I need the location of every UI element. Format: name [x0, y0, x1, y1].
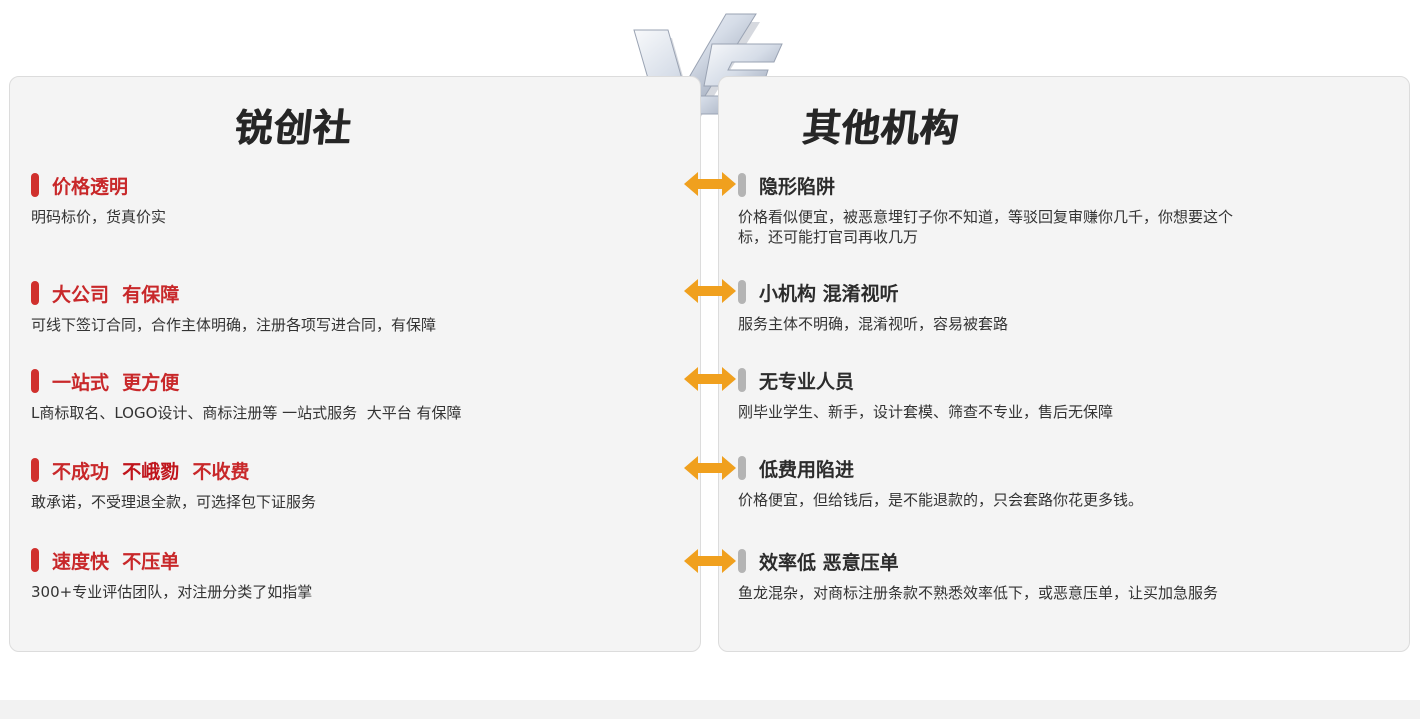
left-row-title-text: 大公司 有保障 [52, 283, 180, 306]
left-row-title: 不成功 不峨勠 不收费 [31, 457, 700, 483]
right-row-desc: 价格便宜，但给钱后，是不能退款的，只会套路你花更多钱。 [738, 491, 1144, 509]
gray-marker-bar [738, 173, 746, 197]
right-comparison-panel: 其他机构 隐形陷阱 价格看似便宜，被恶意埋钉子你不知道，等驳回复审赚你几千，你想… [718, 76, 1410, 652]
right-row-desc: 价格看似便宜，被恶意埋钉子你不知道，等驳回复审赚你几千，你想要这个标，还可能打官… [738, 208, 1234, 246]
red-marker-bar [31, 173, 39, 197]
left-row-5: 速度快 不压单 300+专业评估团队，对注册分类了如指掌 [10, 547, 700, 602]
right-row-title-text: 无专业人员 [759, 370, 855, 393]
double-arrow-icon [684, 172, 736, 196]
right-row-4: 低费用陷进 价格便宜，但给钱后，是不能退款的，只会套路你花更多钱。 [719, 455, 1409, 510]
right-row-2: 小机构 混淆视听 服务主体不明确，混淆视听，容易被套路 [719, 279, 1409, 334]
right-row-title: 小机构 混淆视听 [738, 279, 1409, 305]
right-row-desc: 服务主体不明确，混淆视听，容易被套路 [738, 315, 1009, 333]
gray-marker-bar [738, 456, 746, 480]
left-row-title-emphasis: 不峨勠 [122, 460, 180, 483]
left-row-desc: 敢承诺，不受理退全款，可选择包下证服务 [31, 493, 317, 511]
left-row-title-text: 不成功 [52, 460, 123, 483]
left-row-title-text: 速度快 不压单 [52, 550, 180, 573]
left-row-desc: L商标取名、LOGO设计、商标注册等 一站式服务 大平台 有保障 [31, 404, 462, 422]
left-row-title: 一站式 更方便 [31, 368, 700, 394]
gray-marker-bar [738, 368, 746, 392]
bottom-band [0, 700, 1420, 719]
left-row-4: 不成功 不峨勠 不收费 敢承诺，不受理退全款，可选择包下证服务 [10, 457, 700, 512]
right-row-title: 无专业人员 [738, 367, 1409, 393]
gray-marker-bar [738, 549, 746, 573]
double-arrow-icon [684, 549, 736, 573]
left-row-desc: 300+专业评估团队，对注册分类了如指掌 [31, 583, 313, 601]
double-arrow-icon [684, 367, 736, 391]
left-row-title: 速度快 不压单 [31, 547, 700, 573]
right-row-title: 隐形陷阱 [738, 172, 1409, 198]
left-row-desc: 可线下签订合同，合作主体明确，注册各项写进合同，有保障 [31, 316, 437, 334]
right-row-desc: 刚毕业学生、新手，设计套模、筛查不专业，售后无保障 [738, 403, 1114, 421]
double-arrow-icon [684, 279, 736, 303]
left-comparison-panel: 锐创社 价格透明 明码标价，货真价实 大公司 有保障 可线下签订合同，合作主体明… [9, 76, 701, 652]
right-row-1: 隐形陷阱 价格看似便宜，被恶意埋钉子你不知道，等驳回复审赚你几千，你想要这个标，… [719, 172, 1409, 247]
left-row-title: 价格透明 [31, 172, 700, 198]
red-marker-bar [31, 281, 39, 305]
double-arrow-icon [684, 456, 736, 480]
right-row-title-text: 隐形陷阱 [759, 175, 836, 198]
left-row-desc: 明码标价，货真价实 [31, 208, 167, 226]
left-row-3: 一站式 更方便 L商标取名、LOGO设计、商标注册等 一站式服务 大平台 有保障 [10, 368, 700, 423]
right-row-title-text: 小机构 混淆视听 [759, 282, 899, 305]
red-marker-bar [31, 458, 39, 482]
right-row-3: 无专业人员 刚毕业学生、新手，设计套模、筛查不专业，售后无保障 [719, 367, 1409, 422]
right-row-title: 效率低 恶意压单 [738, 548, 1409, 574]
red-marker-bar [31, 369, 39, 393]
left-panel-title: 锐创社 [232, 106, 354, 150]
left-row-title-text: 一站式 更方便 [52, 371, 180, 394]
right-panel-title: 其他机构 [800, 106, 961, 150]
left-row-2: 大公司 有保障 可线下签订合同，合作主体明确，注册各项写进合同，有保障 [10, 280, 700, 335]
right-row-title-text: 效率低 恶意压单 [759, 551, 899, 574]
left-row-1: 价格透明 明码标价，货真价实 [10, 172, 700, 227]
left-row-title-text: 不收费 [179, 460, 250, 483]
right-row-desc: 鱼龙混杂，对商标注册条款不熟悉效率低下，或恶意压单，让买加急服务 [738, 584, 1219, 602]
gray-marker-bar [738, 280, 746, 304]
left-row-title: 大公司 有保障 [31, 280, 700, 306]
right-row-title: 低费用陷进 [738, 455, 1409, 481]
left-row-title-text: 价格透明 [52, 175, 129, 198]
red-marker-bar [31, 548, 39, 572]
right-row-title-text: 低费用陷进 [759, 458, 855, 481]
right-row-5: 效率低 恶意压单 鱼龙混杂，对商标注册条款不熟悉效率低下，或恶意压单，让买加急服… [719, 548, 1409, 603]
